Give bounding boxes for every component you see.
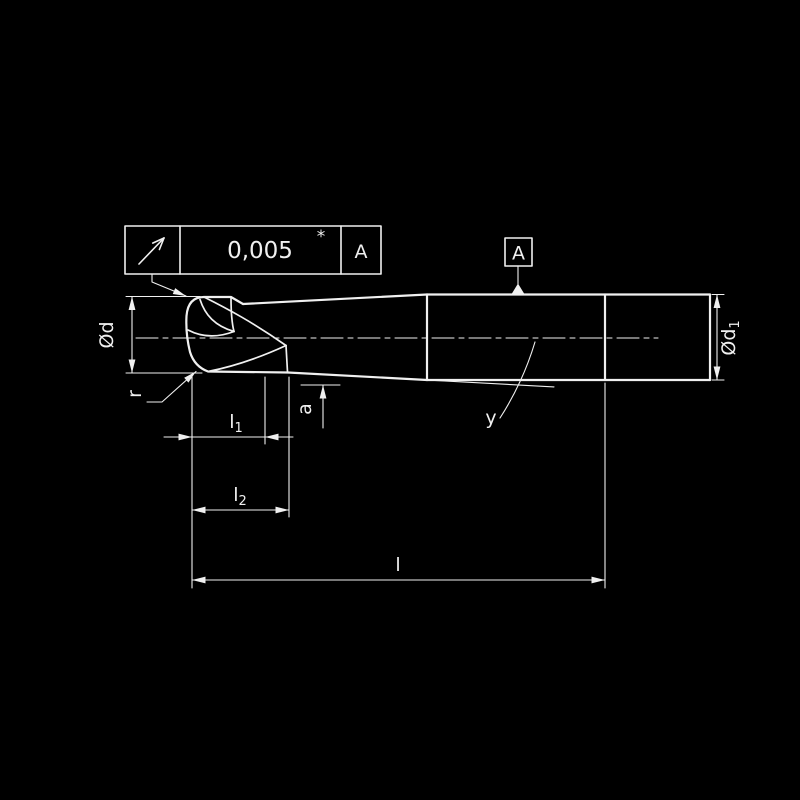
neck-length-label: l2 [233, 484, 247, 509]
dim-arrowhead-icon [713, 366, 721, 380]
flute-end-line [285, 344, 289, 373]
neck-length-main: l [233, 484, 238, 506]
head-diameter-label: Ød [96, 321, 118, 348]
taper-top-edge [241, 293, 429, 306]
dimension-head-diameter: Ød [96, 295, 203, 374]
dim-arrowhead-icon [713, 294, 721, 308]
taper-bottom-edge [286, 371, 429, 382]
dim-arrowhead-icon [128, 296, 136, 310]
dimension-tip-offset: a [294, 384, 341, 429]
flute-length-label: l1 [229, 411, 243, 436]
tool-body-outline [185, 293, 712, 382]
dimension-overall-length: l [191, 382, 606, 589]
dim-arrowhead-icon [319, 385, 327, 399]
dimension-flute-length: l1 [163, 376, 294, 445]
datum-label: A [512, 243, 525, 265]
dim-arrowhead-icon [591, 576, 605, 584]
flute-spiral-edge-upper [203, 296, 287, 347]
overall-length-label: l [395, 554, 400, 576]
flute-spiral-edge-lower [207, 344, 287, 373]
leader-arrowhead-icon [172, 288, 186, 296]
datum-flag: A [504, 237, 533, 295]
ball-nose-gash-curve [199, 298, 235, 333]
tip-offset-label: a [294, 403, 316, 415]
flute-runout-curve [230, 296, 235, 333]
flute-length-main: l [229, 411, 234, 433]
fcf-note-asterisk: * [317, 227, 326, 247]
flute-length-sub: 1 [235, 421, 243, 436]
dimension-neck-length: l2 [191, 376, 290, 518]
shank-diameter-main: Ød [718, 329, 740, 356]
neck-length-sub: 2 [239, 494, 247, 509]
angle-arc [499, 341, 536, 419]
circular-runout-arrow-icon [138, 237, 165, 265]
dim-arrowhead-icon [265, 433, 279, 441]
datum-triangle-icon [511, 283, 525, 295]
dimension-corner-radius: r [124, 370, 197, 403]
fcf-leader [151, 273, 187, 297]
dim-arrowhead-icon [192, 576, 206, 584]
shank-diameter-label: Ød1 [718, 320, 743, 355]
dim-arrowhead-icon [275, 506, 289, 514]
corner-radius-label: r [124, 390, 146, 398]
dim-arrowhead-icon [192, 506, 206, 514]
fcf-border [124, 225, 382, 275]
cutting-head-outline [185, 295, 290, 374]
fcf-datum-reference: A [355, 241, 368, 263]
taper-angle-label: y [485, 407, 496, 429]
dim-arrowhead-icon [178, 433, 192, 441]
dim-arrowhead-icon [128, 359, 136, 373]
ball-nose-center-edge [187, 329, 235, 337]
fcf-tolerance-value: 0,005 [227, 238, 293, 264]
leader-arrowhead-icon [184, 371, 196, 383]
dimension-shank-diameter: Ød1 [711, 293, 743, 381]
feature-control-frame: 0,005 * A [124, 225, 382, 297]
shank-diameter-sub: 1 [728, 320, 743, 328]
flute-detail [187, 296, 289, 373]
